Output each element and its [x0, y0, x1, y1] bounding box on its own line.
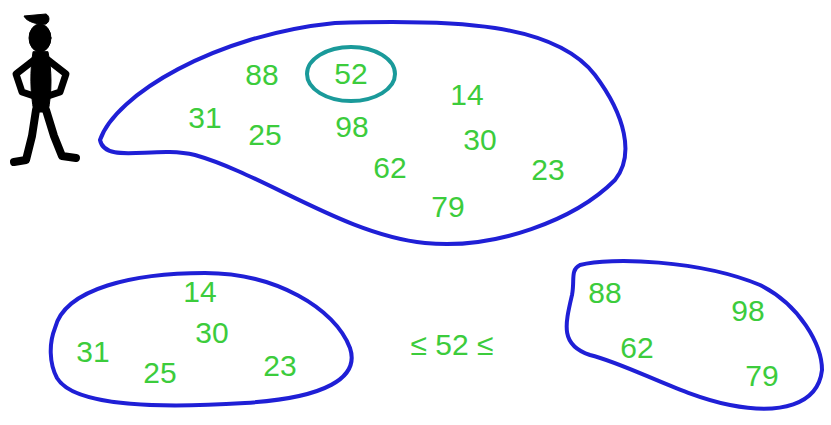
- number-value: 98: [335, 112, 368, 142]
- number-value: 88: [588, 278, 621, 308]
- outline: [567, 261, 822, 409]
- number-value: 14: [450, 80, 483, 110]
- outline: [307, 47, 395, 101]
- number-value: 88: [245, 60, 278, 90]
- number-value: 14: [183, 277, 216, 307]
- left-arm: [16, 60, 34, 96]
- right-arm: [48, 60, 66, 96]
- set-blob: 88 98 62 79: [550, 255, 826, 420]
- number-value: 23: [531, 155, 564, 185]
- outline: [100, 22, 625, 244]
- number-value: 62: [620, 333, 653, 363]
- set-blob: 88 14 31 25 98 30 62 23 79 52: [95, 15, 630, 250]
- outline: [51, 273, 352, 405]
- number-value: 79: [431, 192, 464, 222]
- head: [29, 24, 51, 52]
- cap: [24, 14, 49, 24]
- left-leg: [14, 110, 36, 162]
- number-value: 98: [731, 296, 764, 326]
- relation-label: ≤ 52 ≤: [411, 330, 494, 360]
- number-value: 79: [745, 361, 778, 391]
- pivot-circle: 52: [305, 45, 397, 103]
- number-value: 31: [188, 103, 221, 133]
- number-value: 25: [143, 358, 176, 388]
- number-value: 23: [263, 351, 296, 381]
- number-value: 25: [248, 120, 281, 150]
- number-value: 30: [195, 318, 228, 348]
- right-leg: [46, 110, 76, 158]
- number-value: 31: [76, 337, 109, 367]
- number-value: 62: [373, 153, 406, 183]
- set-blob: 14 30 31 25 23: [45, 268, 357, 413]
- number-value: 52: [334, 59, 367, 89]
- number-value: 30: [463, 125, 496, 155]
